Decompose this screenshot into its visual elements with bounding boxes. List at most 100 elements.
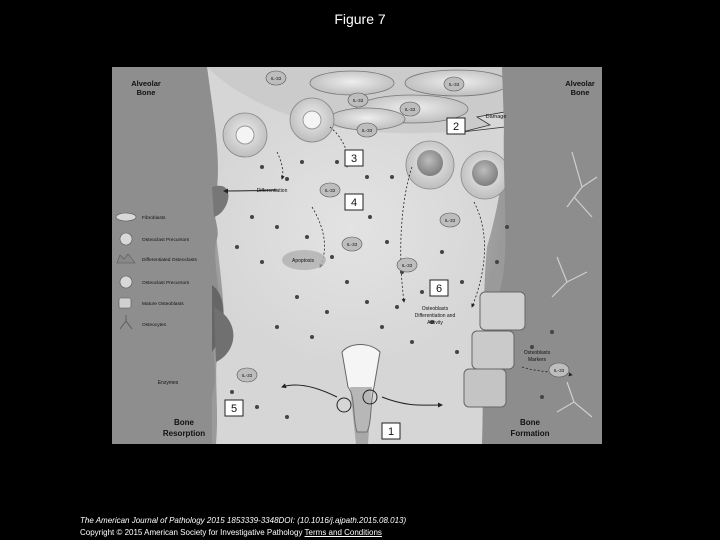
svg-text:Alveolar: Alveolar <box>565 79 595 88</box>
svg-text:Markers: Markers <box>528 357 547 363</box>
svg-text:Bone: Bone <box>137 88 156 97</box>
legend-item-fibroblasts: Fibroblasts <box>115 212 166 222</box>
fibroblast-icon <box>115 212 137 222</box>
svg-text:IL-33: IL-33 <box>405 107 416 112</box>
svg-text:1: 1 <box>388 426 394 438</box>
step-box-4: 4 <box>344 193 364 211</box>
il33-bubble: IL-33 <box>236 367 258 383</box>
arrow <box>311 206 325 268</box>
svg-text:IL-33: IL-33 <box>449 82 460 87</box>
svg-text:IL-33: IL-33 <box>554 368 565 373</box>
il33-bubble: IL-33 <box>439 212 461 228</box>
osteocyte-icon <box>119 315 133 330</box>
precursor-nucleus <box>235 125 255 145</box>
svg-text:Osteoclast Precursors: Osteoclast Precursors <box>142 237 190 243</box>
tooth-focus-circle <box>362 389 378 405</box>
svg-text:6: 6 <box>436 283 442 295</box>
svg-text:Resorption: Resorption <box>163 429 205 438</box>
bone-formation-label: Bone Formation <box>510 418 549 438</box>
step-box-6: 6 <box>429 279 449 297</box>
il33-bubble: IL-33 <box>341 236 363 252</box>
arrow <box>223 188 278 194</box>
svg-text:5: 5 <box>231 403 237 415</box>
svg-text:IL-33: IL-33 <box>445 218 456 223</box>
citation-footer: The American Journal of Pathology 2015 1… <box>80 515 406 539</box>
legend-item-differentiated-osteoclasts: Differentiated Osteoclasts <box>116 253 197 264</box>
arrow <box>471 201 485 308</box>
svg-text:Differentiation and: Differentiation and <box>415 313 456 319</box>
svg-text:IL-33: IL-33 <box>325 188 336 193</box>
legend: Fibroblasts Osteoclast Precursors Differ… <box>115 212 197 330</box>
osteoblast-nucleus <box>417 150 443 176</box>
il33-bubble: IL-33 <box>265 70 287 86</box>
citation-text: 2015 1853339-3348DOI: (10.1016/j.ajpath.… <box>204 516 407 525</box>
svg-text:IL-33: IL-33 <box>362 128 373 133</box>
precursor-icon <box>119 232 133 246</box>
step-box-2: 2 <box>446 117 466 135</box>
step-box-3: 3 <box>344 149 364 167</box>
arrow <box>281 383 338 398</box>
osteoblasts-markers-label: Osteoblasts Markers <box>524 350 551 363</box>
osteocyte-cell <box>556 381 593 418</box>
svg-text:IL-33: IL-33 <box>402 263 413 268</box>
damage-label: Damage <box>486 114 507 120</box>
legend-item-osteoclast-precursors: Osteoclast Precursors <box>119 232 190 246</box>
alveolar-bone-right-label: Alveolar Bone <box>565 79 595 97</box>
pathway-illustration: IL-33 IL-33 IL-33 IL-33 IL-33 IL-33 IL-3… <box>112 67 602 444</box>
osteoblast-lining <box>471 330 515 370</box>
legend-item-mature-osteoblasts: Mature Osteoblasts <box>118 297 184 309</box>
il33-bubble: IL-33 <box>399 101 421 117</box>
svg-text:Differentiated Osteoclasts: Differentiated Osteoclasts <box>142 257 197 263</box>
left-bone-edge <box>112 67 219 444</box>
svg-text:Bone: Bone <box>571 88 590 97</box>
svg-text:Alveolar: Alveolar <box>131 79 161 88</box>
svg-text:Mature Osteoblasts: Mature Osteoblasts <box>142 301 184 307</box>
osteoblast-icon <box>118 297 132 309</box>
precursor-icon <box>119 275 133 289</box>
svg-text:IL-33: IL-33 <box>347 242 358 247</box>
legend-item-osteoclast-precursors-2: Osteoclast Precursors <box>119 275 190 289</box>
slide-title: Figure 7 <box>334 11 386 27</box>
osteoblast-lining <box>479 291 526 331</box>
svg-text:IL-33: IL-33 <box>271 76 282 81</box>
copyright-text: Copyright © 2015 American Society for In… <box>80 528 303 537</box>
step-box-5: 5 <box>224 399 244 417</box>
il33-bubble: IL-33 <box>443 76 465 92</box>
legend-item-osteocytes: Osteocytes <box>119 315 167 330</box>
enzymes-label: Enzymes <box>158 380 179 386</box>
svg-text:Osteoblasts: Osteoblasts <box>524 350 551 356</box>
il33-bubble: IL-33 <box>548 362 570 378</box>
il33-bubble: IL-33 <box>356 122 378 138</box>
svg-text:Osteoblasts: Osteoblasts <box>422 306 449 312</box>
bone-resorption-label: Bone Resorption <box>163 418 205 438</box>
svg-text:Osteocytes: Osteocytes <box>142 322 167 328</box>
svg-text:Bone: Bone <box>520 418 541 427</box>
osteoclast-cell <box>214 307 234 362</box>
osteoblast-nucleus <box>472 160 498 186</box>
osteoclast-cell <box>212 185 229 217</box>
il33-bubble: IL-33 <box>347 92 369 108</box>
svg-text:Osteoclast Precursors: Osteoclast Precursors <box>142 280 190 286</box>
svg-text:Formation: Formation <box>510 429 549 438</box>
il33-bubble: IL-33 <box>319 182 341 198</box>
svg-text:2: 2 <box>453 121 459 133</box>
svg-text:4: 4 <box>351 197 357 209</box>
osteocyte-cell <box>566 151 598 218</box>
il33-bubble: IL-33 <box>396 257 418 273</box>
tooth-focus-circle <box>336 397 352 413</box>
osteoblasts-differentiation-label: Osteoblasts Differentiation and Activity <box>415 306 456 326</box>
step-box-1: 1 <box>381 422 401 440</box>
osteocyte-cell <box>551 256 588 298</box>
journal-name: The American Journal of Pathology <box>80 516 205 525</box>
arrow <box>521 366 573 377</box>
figure-panel: IL-33 IL-33 IL-33 IL-33 IL-33 IL-33 IL-3… <box>112 67 602 444</box>
tooth-root <box>350 387 372 444</box>
terms-link[interactable]: Terms and Conditions <box>304 528 382 537</box>
fibroblast-cell <box>309 70 395 96</box>
osteoclast-icon <box>116 253 136 264</box>
apoptosis-cell <box>282 250 326 270</box>
svg-text:Fibroblasts: Fibroblasts <box>142 215 166 221</box>
svg-text:3: 3 <box>351 153 357 165</box>
differentiation-label: Differentiation <box>257 188 288 194</box>
apoptosis-label: Apoptosis <box>292 258 314 264</box>
